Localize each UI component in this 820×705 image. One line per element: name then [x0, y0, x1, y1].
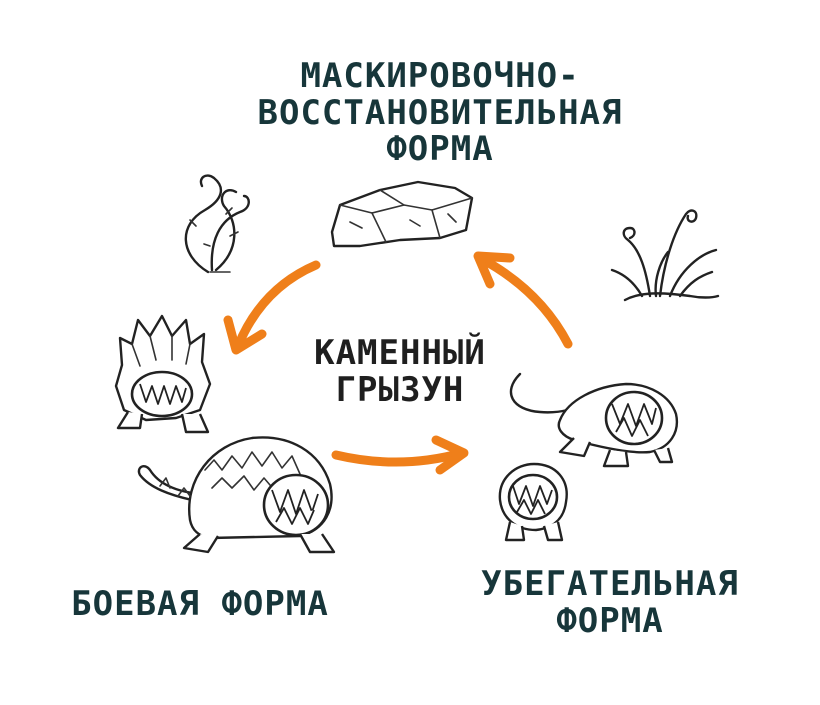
small-rodent-icon: [498, 462, 568, 542]
disguise-form-line-1: МАСКИРОВОЧНО-: [300, 56, 580, 96]
rock-icon: [330, 180, 474, 248]
center-label-line-1: КАМЕННЫЙ: [314, 333, 486, 373]
cycle-arrow-combat-to-escape: [331, 435, 469, 475]
escape-form-line-2: ФОРМА: [556, 600, 664, 641]
disguise-form-line-3: ФОРМА: [386, 129, 494, 170]
thorny-vine-icon: [184, 174, 250, 274]
cycle-arrow-disguise-to-combat: [223, 260, 321, 355]
center-label-line-2: ГРЫЗУН: [335, 369, 465, 410]
escape-form-line-1: УБЕГАТЕЛЬНАЯ: [481, 564, 739, 604]
disguise-form-line-2: ВОССТАНОВИТЕЛЬНАЯ: [257, 92, 623, 133]
disguise-form-label: МАСКИРОВОЧНО- ВОССТАНОВИТЕЛЬНАЯ ФОРМА: [240, 58, 640, 168]
grass-tuft-icon: [610, 209, 720, 302]
center-label: КАМЕННЫЙ ГРЫЗУН: [280, 335, 520, 408]
cycle-arrow-escape-to-disguise: [473, 251, 573, 349]
combat-form-label: БОЕВАЯ ФОРМА: [55, 586, 345, 623]
lizard-rodent-icon: [509, 372, 679, 468]
armored-rodent-icon: [137, 436, 336, 554]
escape-form-label: УБЕГАТЕЛЬНАЯ ФОРМА: [460, 566, 760, 639]
spiky-rodent-icon: [114, 314, 212, 434]
combat-form-line-1: БОЕВАЯ ФОРМА: [71, 584, 329, 624]
